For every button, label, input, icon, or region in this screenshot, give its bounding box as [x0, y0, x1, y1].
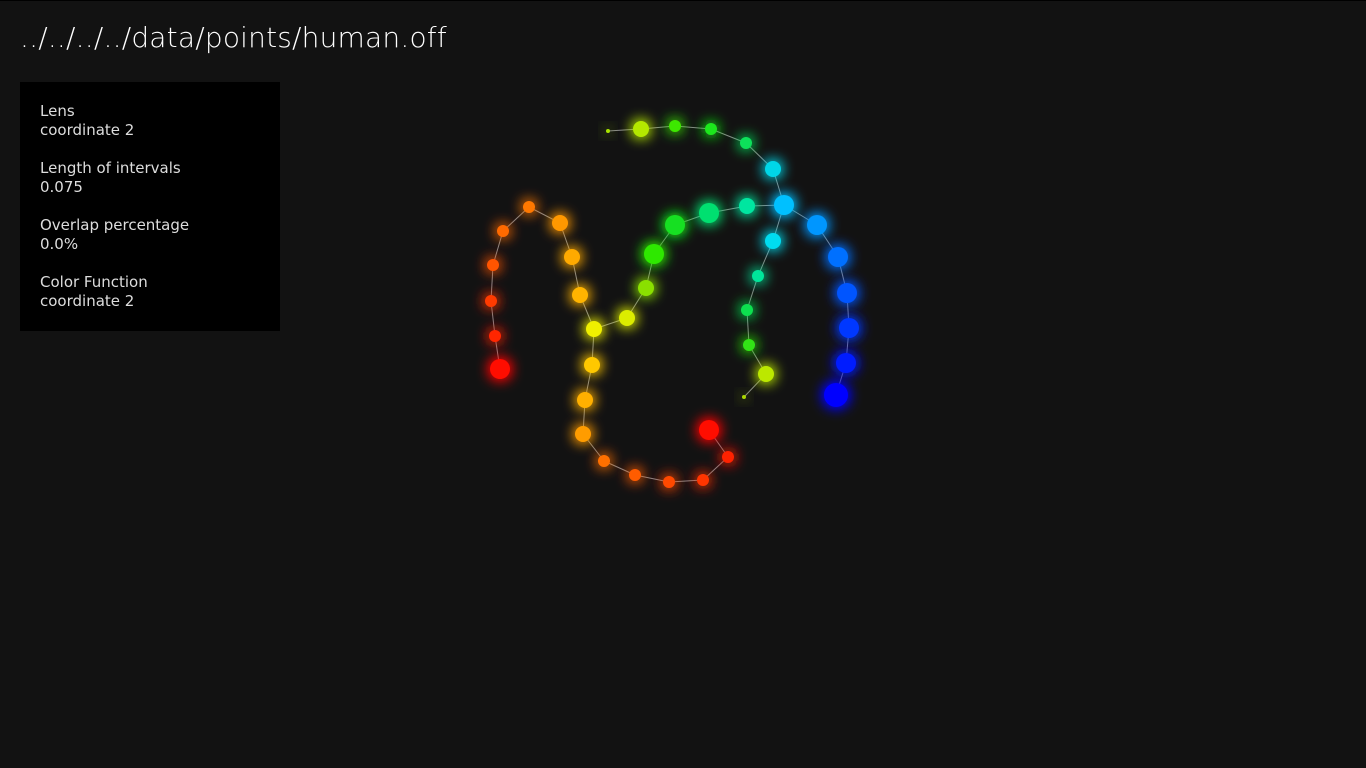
- lens-value: coordinate 2: [40, 121, 135, 139]
- graph-node-1[interactable]: [633, 121, 649, 137]
- graph-node-28[interactable]: [663, 476, 675, 488]
- graph-node-31[interactable]: [699, 420, 719, 440]
- graph-node-7[interactable]: [739, 198, 755, 214]
- graph-node-43[interactable]: [824, 383, 848, 407]
- interval-length-param: Length of intervals 0.075: [40, 159, 260, 197]
- lens-param: Lens coordinate 2: [40, 102, 260, 140]
- graph-node-22[interactable]: [490, 359, 510, 379]
- parameters-panel: Lens coordinate 2 Length of intervals 0.…: [20, 82, 280, 331]
- color-function-label: Color Function: [40, 273, 148, 291]
- graph-node-12[interactable]: [619, 310, 635, 326]
- graph-node-10[interactable]: [644, 244, 664, 264]
- graph-node-17[interactable]: [523, 201, 535, 213]
- interval-length-value: 0.075: [40, 178, 83, 196]
- graph-edges: [490, 125, 850, 483]
- graph-node-32[interactable]: [765, 233, 781, 249]
- graph-node-40[interactable]: [837, 283, 857, 303]
- graph-node-42[interactable]: [836, 353, 856, 373]
- graph-node-37[interactable]: [742, 395, 746, 399]
- overlap-param: Overlap percentage 0.0%: [40, 216, 260, 254]
- graph-node-5[interactable]: [765, 161, 781, 177]
- graph-node-38[interactable]: [807, 215, 827, 235]
- graph-node-6[interactable]: [774, 195, 794, 215]
- graph-node-16[interactable]: [552, 215, 568, 231]
- graph-node-3[interactable]: [705, 123, 717, 135]
- lens-label: Lens: [40, 102, 75, 120]
- color-function-param: Color Function coordinate 2: [40, 273, 260, 311]
- graph-node-11[interactable]: [638, 280, 654, 296]
- graph-node-35[interactable]: [743, 339, 755, 351]
- graph-node-18[interactable]: [497, 225, 509, 237]
- color-function-value: coordinate 2: [40, 292, 135, 310]
- graph-node-23[interactable]: [584, 357, 600, 373]
- interval-length-label: Length of intervals: [40, 159, 181, 177]
- graph-edge-19: [490, 264, 494, 302]
- graph-node-39[interactable]: [828, 247, 848, 267]
- graph-node-25[interactable]: [575, 426, 591, 442]
- graph-node-19[interactable]: [487, 259, 499, 271]
- graph-node-4[interactable]: [740, 137, 752, 149]
- graph-node-14[interactable]: [572, 287, 588, 303]
- graph-node-34[interactable]: [741, 304, 753, 316]
- file-path-title: ../../../../data/points/human.off: [20, 21, 447, 54]
- graph-node-41[interactable]: [839, 318, 859, 338]
- graph-node-30[interactable]: [722, 451, 734, 463]
- overlap-value: 0.0%: [40, 235, 79, 253]
- graph-node-2[interactable]: [669, 120, 681, 132]
- graph-node-33[interactable]: [752, 270, 764, 282]
- graph-node-29[interactable]: [697, 474, 709, 486]
- graph-node-20[interactable]: [485, 295, 497, 307]
- graph-node-27[interactable]: [629, 469, 641, 481]
- graph-node-0[interactable]: [606, 129, 610, 133]
- graph-node-13[interactable]: [586, 321, 602, 337]
- graph-node-24[interactable]: [577, 392, 593, 408]
- graph-node-26[interactable]: [598, 455, 610, 467]
- graph-node-15[interactable]: [564, 249, 580, 265]
- graph-node-21[interactable]: [489, 330, 501, 342]
- graph-nodes: [485, 120, 859, 488]
- overlap-label: Overlap percentage: [40, 216, 190, 234]
- graph-node-8[interactable]: [699, 203, 719, 223]
- graph-edge-2: [674, 125, 712, 130]
- graph-node-36[interactable]: [758, 366, 774, 382]
- graph-node-9[interactable]: [665, 215, 685, 235]
- graph-edge-3: [710, 128, 747, 144]
